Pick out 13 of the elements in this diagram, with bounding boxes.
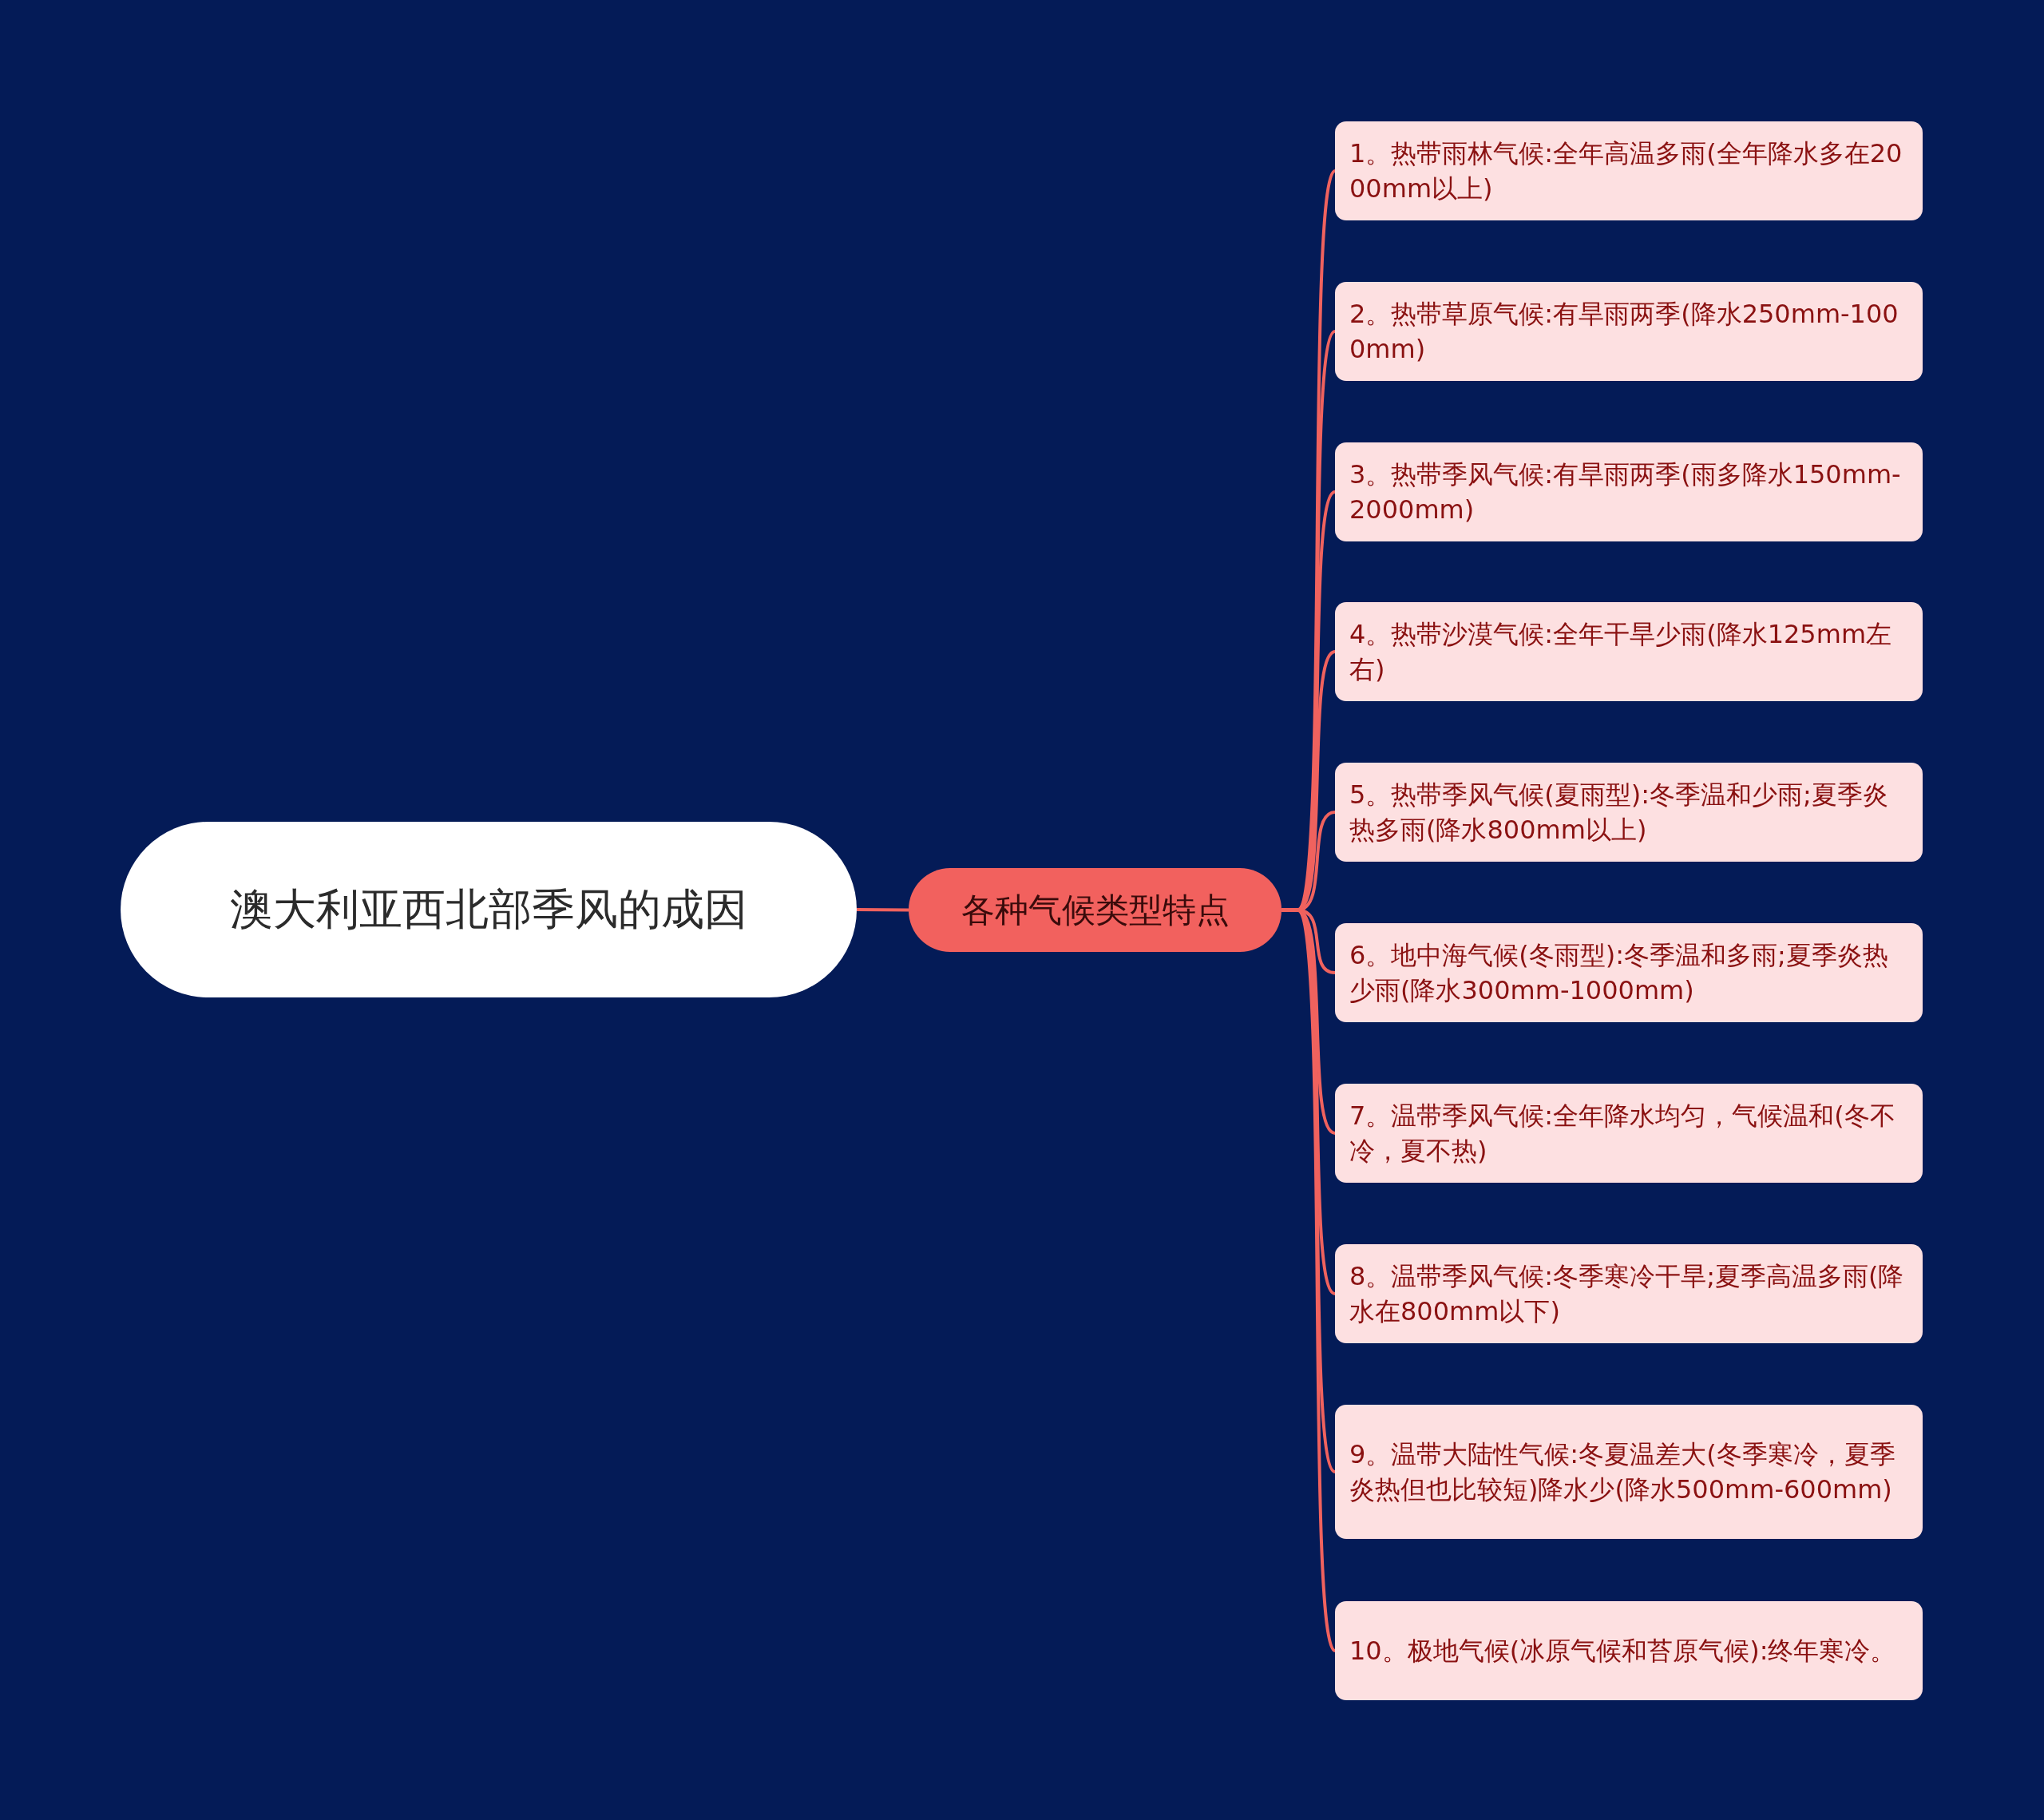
leaf-topic: 9。温带大陆性气候:冬夏温差大(冬季寒冷，夏季炎热但也比较短)降水少(降水500mm-600mm) (1335, 1405, 1923, 1539)
central-topic: 澳大利亚西北部季风的成因 (121, 822, 857, 997)
leaf-topic: 4。热带沙漠气候:全年干旱少雨(降水125mm左右) (1335, 602, 1923, 701)
leaf-topic: 8。温带季风气候:冬季寒冷干旱;夏季高温多雨(降水在800mm以下) (1335, 1244, 1923, 1343)
leaf-topic: 10。极地气候(冰原气候和苔原气候):终年寒冷。 (1335, 1601, 1923, 1700)
connector-line (857, 908, 909, 912)
leaf-topic: 3。热带季风气候:有旱雨两季(雨多降水150mm-2000mm) (1335, 442, 1923, 541)
branch-topic: 各种气候类型特点 (909, 868, 1281, 952)
leaf-topic: 1。热带雨林气候:全年高温多雨(全年降水多在2000mm以上) (1335, 121, 1923, 220)
leaf-topic: 5。热带季风气候(夏雨型):冬季温和少雨;夏季炎热多雨(降水800mm以上) (1335, 763, 1923, 862)
leaf-topic: 7。温带季风气候:全年降水均匀，气候温和(冬不冷，夏不热) (1335, 1084, 1923, 1183)
leaf-topic: 2。热带草原气候:有旱雨两季(降水250mm-1000mm) (1335, 282, 1923, 381)
leaf-topic: 6。地中海气候(冬雨型):冬季温和多雨;夏季炎热少雨(降水300mm-1000mm) (1335, 923, 1923, 1022)
